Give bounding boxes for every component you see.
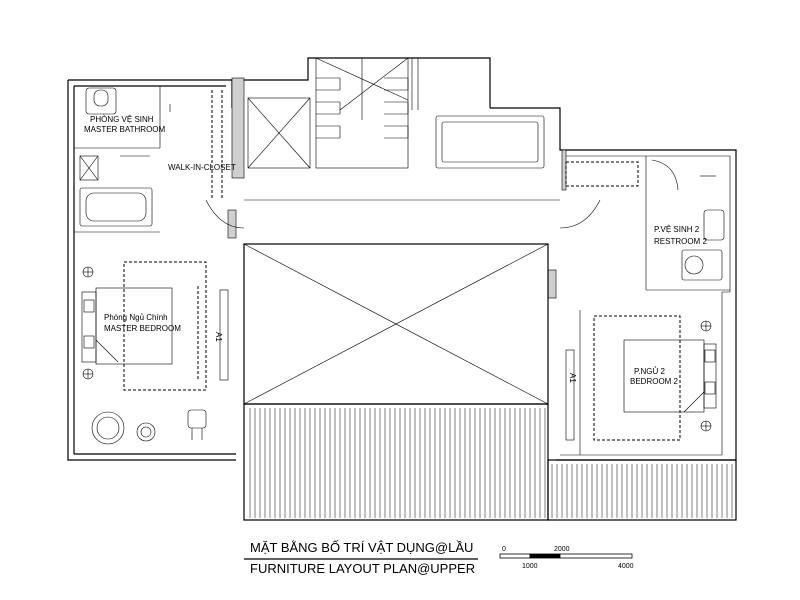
walk-in-closet: WALK-IN-CLOSET <box>168 90 236 200</box>
tv-label-master: A1 <box>214 332 223 342</box>
scale-tick-1000: 1000 <box>522 563 538 570</box>
master-bedroom-label-vi: Phòng Ngủ Chính <box>104 313 168 322</box>
tv-cabinet <box>219 289 229 381</box>
toilet-icon <box>703 209 725 241</box>
master-bathroom: PHÒNG VỆ SINH MASTER BATHROOM <box>74 86 166 233</box>
bathtub-icon <box>79 187 153 227</box>
bedroom-2: A1 P.NGỦ 2 BEDROOM 2 <box>565 310 717 455</box>
staircase <box>247 57 409 169</box>
armchair-icon <box>91 411 125 445</box>
tv-cabinet <box>565 349 575 441</box>
door-arches <box>205 199 601 229</box>
tv-label-bedroom2: A1 <box>568 373 577 383</box>
toilet-icon <box>85 87 117 115</box>
master-bathroom-label-vi: PHÒNG VỆ SINH <box>90 115 154 124</box>
restroom-2-label-vi: P.VỆ SINH 2 <box>654 225 700 234</box>
plan-title-vi: MẶT BẰNG BỐ TRÍ VẬT DỤNG@LẦU <box>250 540 473 555</box>
title-block: MẶT BẰNG BỐ TRÍ VẬT DỤNG@LẦU FURNITURE L… <box>244 540 478 576</box>
master-bedroom: A1 Phòng Ngủ Chính MASTER BEDROOM <box>81 261 229 445</box>
scale-tick-2000: 2000 <box>554 546 570 553</box>
side-table-icon <box>136 422 156 442</box>
bed-icon <box>623 339 705 413</box>
restroom-2: P.VỆ SINH 2 RESTROOM 2 <box>565 156 730 291</box>
desk-chair-icon <box>187 409 207 429</box>
plan-title-en: FURNITURE LAYOUT PLAN@UPPER <box>250 561 475 576</box>
balcony <box>243 403 737 521</box>
sofa <box>435 115 545 169</box>
atrium-void <box>243 243 549 405</box>
bedroom-2-label-en: BEDROOM 2 <box>630 377 679 386</box>
shower-icon <box>79 155 99 181</box>
scale-bar: 0 1000 2000 4000 <box>499 546 634 570</box>
restroom-2-label-en: RESTROOM 2 <box>654 237 707 246</box>
walk-in-closet-label: WALK-IN-CLOSET <box>168 163 236 172</box>
scale-tick-0: 0 <box>502 546 506 553</box>
scale-tick-4000: 4000 <box>618 563 634 570</box>
master-bathroom-label-en: MASTER BATHROOM <box>84 125 166 134</box>
bedroom-2-label-vi: P.NGỦ 2 <box>634 367 666 376</box>
sink-icon <box>681 249 723 281</box>
outer-walls <box>67 57 737 461</box>
master-bedroom-label-en: MASTER BEDROOM <box>104 324 181 333</box>
wall-columns <box>227 77 567 299</box>
